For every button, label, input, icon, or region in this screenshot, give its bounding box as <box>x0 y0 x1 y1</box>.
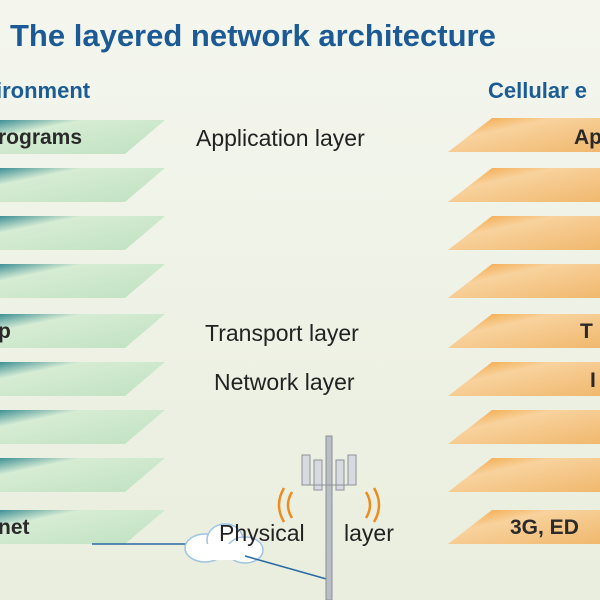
right-layer-network-text: I <box>590 369 596 392</box>
left-layer-physical-text: net <box>0 516 30 539</box>
right-layer <box>448 510 600 544</box>
network-layer-label: Network layer <box>214 369 355 395</box>
left-layer <box>0 314 165 348</box>
left-layer <box>0 120 165 154</box>
physical-layer-label-part1: Physical <box>219 520 305 546</box>
right-layer <box>448 264 600 298</box>
left-layer <box>0 410 165 444</box>
left-layer <box>0 264 165 298</box>
left-layer-stack <box>0 120 165 544</box>
left-column-header: ironment <box>0 78 91 103</box>
cloud-tower-line <box>244 555 331 581</box>
left-layer <box>0 458 165 492</box>
left-layer <box>0 510 165 544</box>
signal-waves-icon <box>277 487 381 523</box>
left-layer <box>0 216 165 250</box>
right-layer-physical-text: 3G, ED <box>510 516 579 539</box>
right-layer-transport-text: T <box>580 320 593 343</box>
right-layer <box>448 216 600 250</box>
right-layer-application-text: Ap <box>574 126 600 149</box>
cell-tower-icon <box>301 435 357 600</box>
physical-layer-label-part2: layer <box>344 520 394 546</box>
right-layer <box>448 118 600 152</box>
right-layer <box>448 314 600 348</box>
application-layer-label: Application layer <box>196 125 365 151</box>
right-layer-stack <box>448 118 600 544</box>
left-layer <box>0 168 165 202</box>
right-column-header: Cellular e <box>488 78 588 103</box>
right-layer <box>448 168 600 202</box>
left-layer-application-text: rograms <box>0 126 83 149</box>
diagram-title: The layered network architecture <box>10 18 496 53</box>
right-layer <box>448 410 600 444</box>
right-layer <box>448 362 600 396</box>
right-layer <box>448 458 600 492</box>
cloud-icon <box>184 523 264 564</box>
left-layer <box>0 362 165 396</box>
transport-layer-label: Transport layer <box>205 320 359 346</box>
left-layer-transport-text: p <box>0 320 11 343</box>
